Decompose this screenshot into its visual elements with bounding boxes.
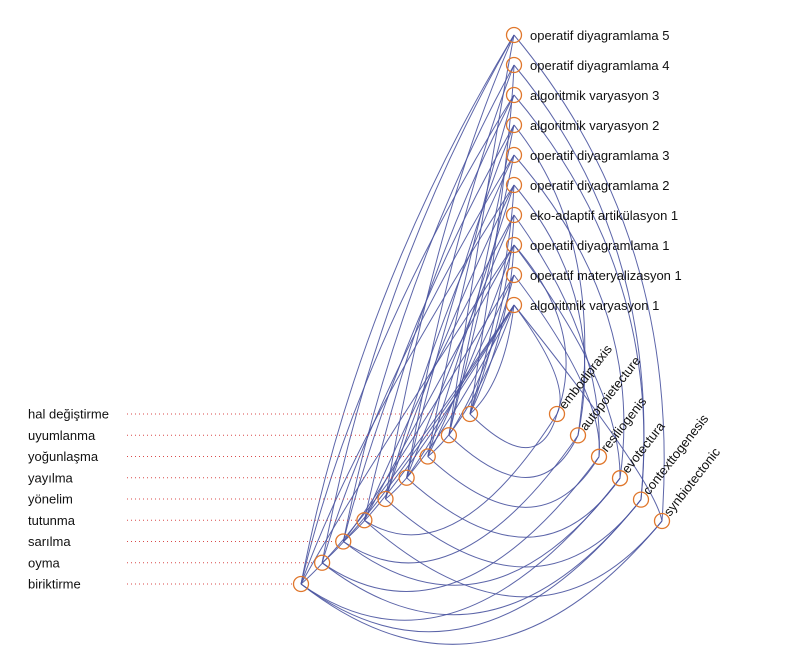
- node-operatif-materyalizasyon-1[interactable]: [505, 266, 523, 284]
- link-yayilma-operatif-diyagramlama-4: [406, 64, 515, 478]
- node-operatif-diyagramlama-4[interactable]: [505, 56, 523, 74]
- node-hal-degistirme[interactable]: [461, 405, 479, 423]
- link-hal-degistirme-operatif-diyagramlama-4: [469, 64, 515, 415]
- node-oyma[interactable]: [313, 554, 331, 571]
- node-uyumlanma[interactable]: [440, 427, 458, 444]
- node-yayilma[interactable]: [398, 469, 415, 486]
- link-evotectura-operatif-diyagramlama-3: [513, 154, 625, 479]
- leader-lines: [127, 413, 463, 585]
- node-evotectura[interactable]: [611, 470, 629, 487]
- link-sarilma-operatif-diyagramlama-4: [342, 64, 515, 542]
- node-operatif-diyagramlama-2[interactable]: [505, 176, 523, 194]
- top-label-eko-adaptif-artikulasyon-1: eko-adaptif artikülasyon 1: [530, 208, 678, 223]
- link-synbiotectonic-operatif-diyagramlama-5: [513, 34, 665, 522]
- link-embodipraxis-algoritmik-varyasyon-1: [513, 304, 561, 415]
- left-label-oyma: oyma: [28, 555, 61, 570]
- left-label-yayilma: yayılma: [28, 470, 74, 485]
- link-yayilma-operatif-materyalizasyon-1: [406, 274, 515, 479]
- link-embodipraxis-operatif-diyagramlama-1: [513, 244, 567, 415]
- link-sarilma-algoritmik-varyasyon-1: [342, 304, 515, 542]
- node-contexttogenesis[interactable]: [632, 491, 650, 508]
- link-yogunlasma-operatif-diyagramlama-1: [427, 244, 515, 457]
- link-uyumlanma-operatif-materyalizasyon-1: [448, 274, 515, 436]
- link-autopoietecture-operatif-diyagramlama-2: [513, 184, 586, 436]
- link-sarilma-algoritmik-varyasyon-2: [342, 124, 515, 542]
- link-yonelim-operatif-diyagramlama-3: [385, 154, 515, 500]
- top-label-operatif-diyagramlama-4: operatif diyagramlama 4: [530, 58, 669, 73]
- top-label-algoritmik-varyasyon-1: algoritmik varyasyon 1: [530, 298, 659, 313]
- link-yayilma-evotectura: [406, 477, 621, 538]
- link-sarilma-evotectura: [342, 477, 621, 586]
- link-biriktirme-algoritmik-varyasyon-3: [300, 94, 515, 585]
- top-label-operatif-diyagramlama-3: operatif diyagramlama 3: [530, 148, 669, 163]
- node-operatif-diyagramlama-3[interactable]: [505, 146, 523, 164]
- link-biriktirme-evotectura: [300, 477, 621, 621]
- link-biriktirme-operatif-diyagramlama-1: [300, 244, 515, 585]
- left-label-uyumlanma: uyumlanma: [28, 428, 96, 443]
- link-biriktirme-contexttogenesis: [300, 499, 642, 633]
- link-biriktirme-operatif-diyagramlama-5: [300, 34, 515, 585]
- labels: hal değiştirme uyumlanma yoğunlaşma yayılma…: [28, 28, 723, 592]
- node-tutunma[interactable]: [356, 512, 373, 529]
- left-label-tutunma: tutunma: [28, 513, 76, 528]
- node-algoritmik-varyasyon-1[interactable]: [505, 296, 523, 314]
- nodes: [292, 26, 671, 593]
- link-uyumlanma-autopoietecture: [448, 434, 579, 478]
- node-algoritmik-varyasyon-2[interactable]: [505, 116, 523, 134]
- left-label-sarilma: sarılma: [28, 534, 71, 549]
- top-label-algoritmik-varyasyon-3: algoritmik varyasyon 3: [530, 88, 659, 103]
- link-yonelim-contexttogenesis: [385, 498, 642, 568]
- link-yogunlasma-algoritmik-varyasyon-3: [427, 94, 515, 457]
- top-label-operatif-diyagramlama-1: operatif diyagramlama 1: [530, 238, 669, 253]
- link-tutunma-eko-adaptif-artikulasyon-1: [363, 214, 515, 521]
- top-label-operatif-diyagramlama-2: operatif diyagramlama 2: [530, 178, 669, 193]
- node-operatif-diyagramlama-1[interactable]: [505, 236, 523, 254]
- link-tutunma-embodipraxis: [364, 413, 558, 536]
- left-label-yogunlasma: yoğunlaşma: [28, 449, 99, 464]
- node-autopoietecture[interactable]: [569, 427, 587, 444]
- link-synbiotectonic-algoritmik-varyasyon-1: [513, 304, 663, 522]
- top-label-operatif-diyagramlama-5: operatif diyagramlama 5: [530, 28, 669, 43]
- link-biriktirme-synbiotectonic: [300, 520, 663, 645]
- left-label-hal-degistirme: hal değiştirme: [28, 407, 109, 422]
- link-yayilma-algoritmik-varyasyon-2: [406, 124, 515, 478]
- left-label-biriktirme: biriktirme: [28, 577, 81, 592]
- link-yogunlasma-algoritmik-varyasyon-1: [427, 304, 515, 457]
- left-label-yonelim: yönelim: [28, 492, 73, 507]
- node-yonelim[interactable]: [377, 490, 394, 508]
- link-yonelim-algoritmik-varyasyon-1: [385, 304, 515, 500]
- link-yogunlasma-resiliogenis: [427, 456, 600, 508]
- link-oyma-resiliogenis: [321, 456, 600, 592]
- edges: [300, 34, 665, 645]
- link-oyma-contexttogenesis: [321, 499, 642, 616]
- link-contexttogenesis-operatif-diyagramlama-4: [513, 64, 645, 500]
- link-oyma-algoritmik-varyasyon-1: [321, 304, 515, 564]
- top-label-operatif-materyalizasyon-1: operatif materyalizasyon 1: [530, 268, 682, 283]
- link-resiliogenis-operatif-materyalizasyon-1: [513, 274, 600, 457]
- link-sarilma-autopoietecture: [343, 435, 579, 564]
- node-resiliogenis[interactable]: [590, 448, 608, 465]
- node-eko-adaptif-artikulasyon-1[interactable]: [505, 206, 523, 224]
- node-algoritmik-varyasyon-3[interactable]: [505, 86, 523, 104]
- link-resiliogenis-eko-adaptif-artikulasyon-1: [513, 214, 600, 457]
- node-operatif-diyagramlama-5[interactable]: [505, 26, 523, 44]
- node-biriktirme[interactable]: [292, 575, 310, 593]
- node-synbiotectonic[interactable]: [653, 512, 671, 530]
- node-yogunlasma[interactable]: [419, 448, 436, 465]
- link-biriktirme-operatif-diyagramlama-2: [300, 184, 515, 585]
- link-evotectura-operatif-diyagramlama-1: [513, 244, 621, 479]
- right-label-contexttogenesis: contexttogenesis: [640, 411, 712, 498]
- link-tutunma-synbiotectonic: [364, 519, 663, 598]
- link-tutunma-operatif-diyagramlama-1: [363, 244, 515, 521]
- link-oyma-operatif-diyagramlama-3: [321, 154, 515, 563]
- link-hal-degistirme-algoritmik-varyasyon-1: [469, 304, 515, 415]
- top-label-algoritmik-varyasyon-2: algoritmik varyasyon 2: [530, 118, 659, 133]
- link-oyma-operatif-diyagramlama-5: [321, 34, 515, 563]
- node-sarilma[interactable]: [335, 533, 352, 550]
- link-yonelim-operatif-diyagramlama-5: [385, 34, 515, 500]
- link-yayilma-eko-adaptif-artikulasyon-1: [406, 214, 515, 478]
- link-hal-degistirme-embodipraxis: [469, 413, 558, 449]
- node-embodipraxis[interactable]: [548, 405, 566, 423]
